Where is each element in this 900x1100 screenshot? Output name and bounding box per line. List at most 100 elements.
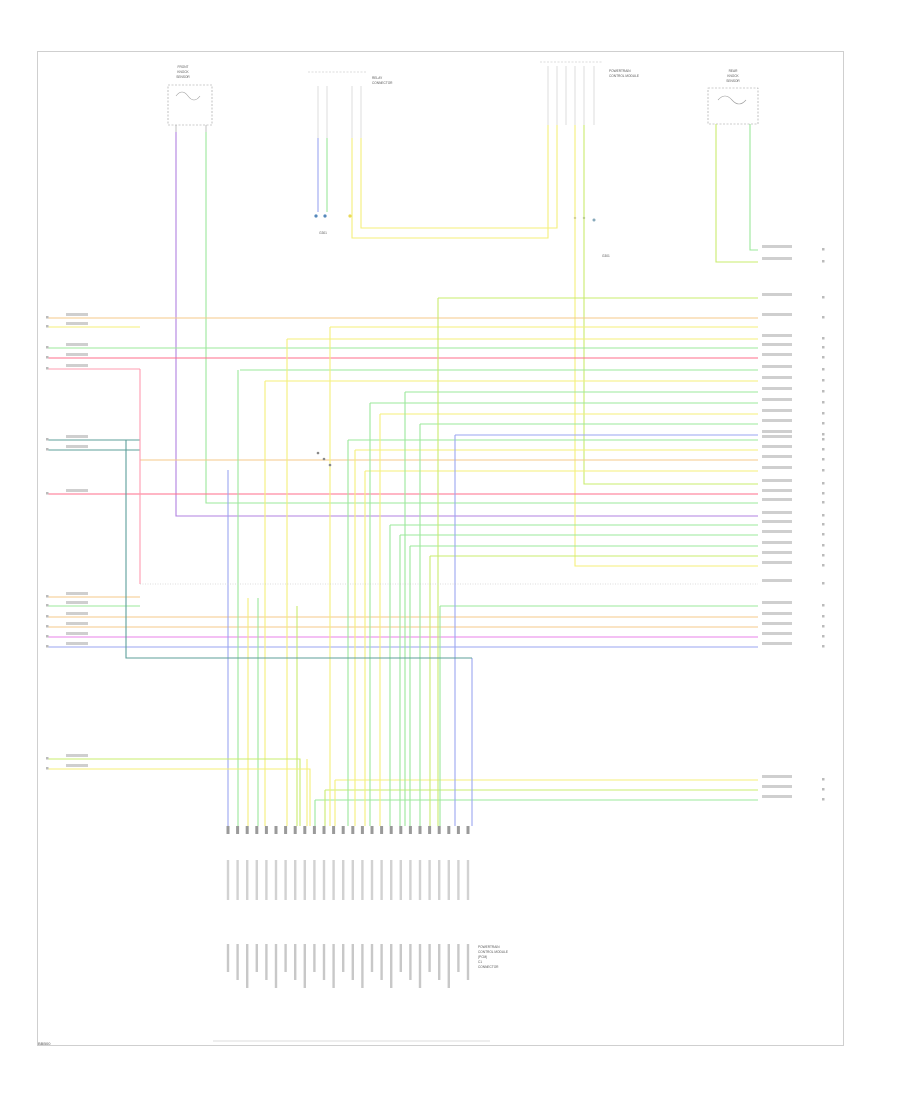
- pcm-pin: [274, 826, 278, 834]
- pin-wire-label: [380, 860, 383, 900]
- pin-marker: [822, 582, 825, 585]
- pin-circuit-name: [428, 944, 431, 972]
- wire-label: [66, 764, 88, 767]
- pin-circuit-name: [457, 944, 460, 972]
- svg-text:KNOCK: KNOCK: [177, 70, 189, 74]
- pin-wire-label: [342, 860, 345, 900]
- pin-circuit-name: [342, 944, 345, 972]
- pin-marker: [822, 788, 825, 791]
- pin-marker: [46, 645, 49, 648]
- pin-circuit-name: [236, 944, 239, 980]
- pin-marker: [822, 316, 825, 319]
- pin-circuit-name: [274, 944, 278, 988]
- svg-text:CONTROL MODULE: CONTROL MODULE: [478, 950, 508, 954]
- wire-label: [66, 622, 88, 625]
- pcm-pin: [408, 826, 412, 834]
- pin-marker: [822, 533, 825, 536]
- pin-wire-label: [226, 860, 230, 900]
- pin-circuit-name: [466, 944, 470, 980]
- pin-circuit-name: [390, 944, 393, 988]
- pin-circuit-name: [322, 944, 326, 980]
- wire-label: [762, 612, 792, 615]
- pin-wire-label: [466, 860, 470, 900]
- svg-text:CONTROL MODULE: CONTROL MODULE: [609, 74, 639, 78]
- pin-marker: [46, 316, 49, 319]
- pcm-pin: [418, 826, 422, 834]
- pin-marker: [822, 346, 825, 349]
- wire-label: [762, 785, 792, 788]
- pcm-pin: [341, 826, 345, 834]
- wire-label: [762, 455, 792, 458]
- pcm-pin: [293, 826, 297, 834]
- pin-marker: [822, 482, 825, 485]
- pcm-pin: [236, 826, 240, 834]
- svg-text:CONNECTOR: CONNECTOR: [372, 81, 393, 85]
- wire-label: [762, 551, 792, 554]
- front-knock-sensor: FRONT KNOCK SENSOR: [167, 65, 213, 132]
- front-knock-label: FRONT: [178, 65, 189, 69]
- wire-label: [762, 430, 792, 433]
- pin-marker: [822, 492, 825, 495]
- pcm-pin: [389, 826, 393, 834]
- pin-marker: [822, 379, 825, 382]
- wire-label: [66, 592, 88, 595]
- wire-label: [762, 601, 792, 604]
- wire-label: [762, 353, 792, 356]
- pin-circuit-name: [255, 944, 258, 972]
- svg-text:POWERTRAIN: POWERTRAIN: [478, 945, 500, 949]
- pin-marker: [822, 798, 825, 801]
- wire-label: [762, 579, 792, 582]
- svg-text:SENSOR: SENSOR: [176, 75, 190, 79]
- svg-text:C1: C1: [478, 960, 482, 964]
- pin-marker: [46, 492, 49, 495]
- svg-text:CONNECTOR: CONNECTOR: [478, 965, 499, 969]
- pin-marker: [46, 635, 49, 638]
- pin-marker: [822, 401, 825, 404]
- pin-marker: [822, 390, 825, 393]
- pin-wire-label: [332, 860, 335, 900]
- pcm-pin: [226, 826, 230, 834]
- pin-marker: [822, 356, 825, 359]
- pin-circuit-name: [313, 944, 316, 972]
- pin-circuit-name: [265, 944, 268, 980]
- pin-marker: [822, 523, 825, 526]
- svg-text:G301: G301: [319, 231, 327, 235]
- pin-wire-label: [313, 860, 316, 900]
- pin-circuit-name: [418, 944, 422, 988]
- wire: [360, 125, 558, 229]
- pin-marker: [46, 625, 49, 628]
- pcm-pin: [312, 826, 316, 834]
- pin-marker: [822, 615, 825, 618]
- pin-wire-label: [274, 860, 278, 900]
- pin-wire-label: [418, 860, 422, 900]
- wire-label: [762, 511, 792, 514]
- wire: [574, 125, 758, 567]
- wire-label: [762, 435, 792, 438]
- pin-circuit-name: [438, 944, 441, 980]
- pcm-pin: [303, 826, 307, 834]
- pcm-pin: [437, 826, 441, 834]
- pin-marker: [822, 564, 825, 567]
- pcm-top-connector: POWERTRAIN CONTROL MODULE G301: [540, 61, 639, 258]
- wire: [125, 440, 472, 659]
- pin-marker: [822, 368, 825, 371]
- pin-wire-label: [447, 860, 450, 900]
- pcm-pin: [255, 826, 259, 834]
- pin-wire-label: [351, 860, 354, 900]
- wire-label: [66, 445, 88, 448]
- pin-circuit-name: [303, 944, 306, 988]
- wire-label: [66, 489, 88, 492]
- wire-label: [66, 343, 88, 346]
- pin-marker: [46, 346, 49, 349]
- pin-marker: [822, 296, 825, 299]
- wire: [715, 124, 758, 263]
- wire-label: [762, 245, 792, 248]
- pin-marker: [822, 412, 825, 415]
- pin-wire-label: [438, 860, 441, 900]
- pin-marker: [46, 595, 49, 598]
- pin-wire-label: [399, 860, 402, 900]
- pin-marker: [822, 458, 825, 461]
- pin-wire-label: [246, 860, 249, 900]
- pin-circuit-name: [294, 944, 297, 980]
